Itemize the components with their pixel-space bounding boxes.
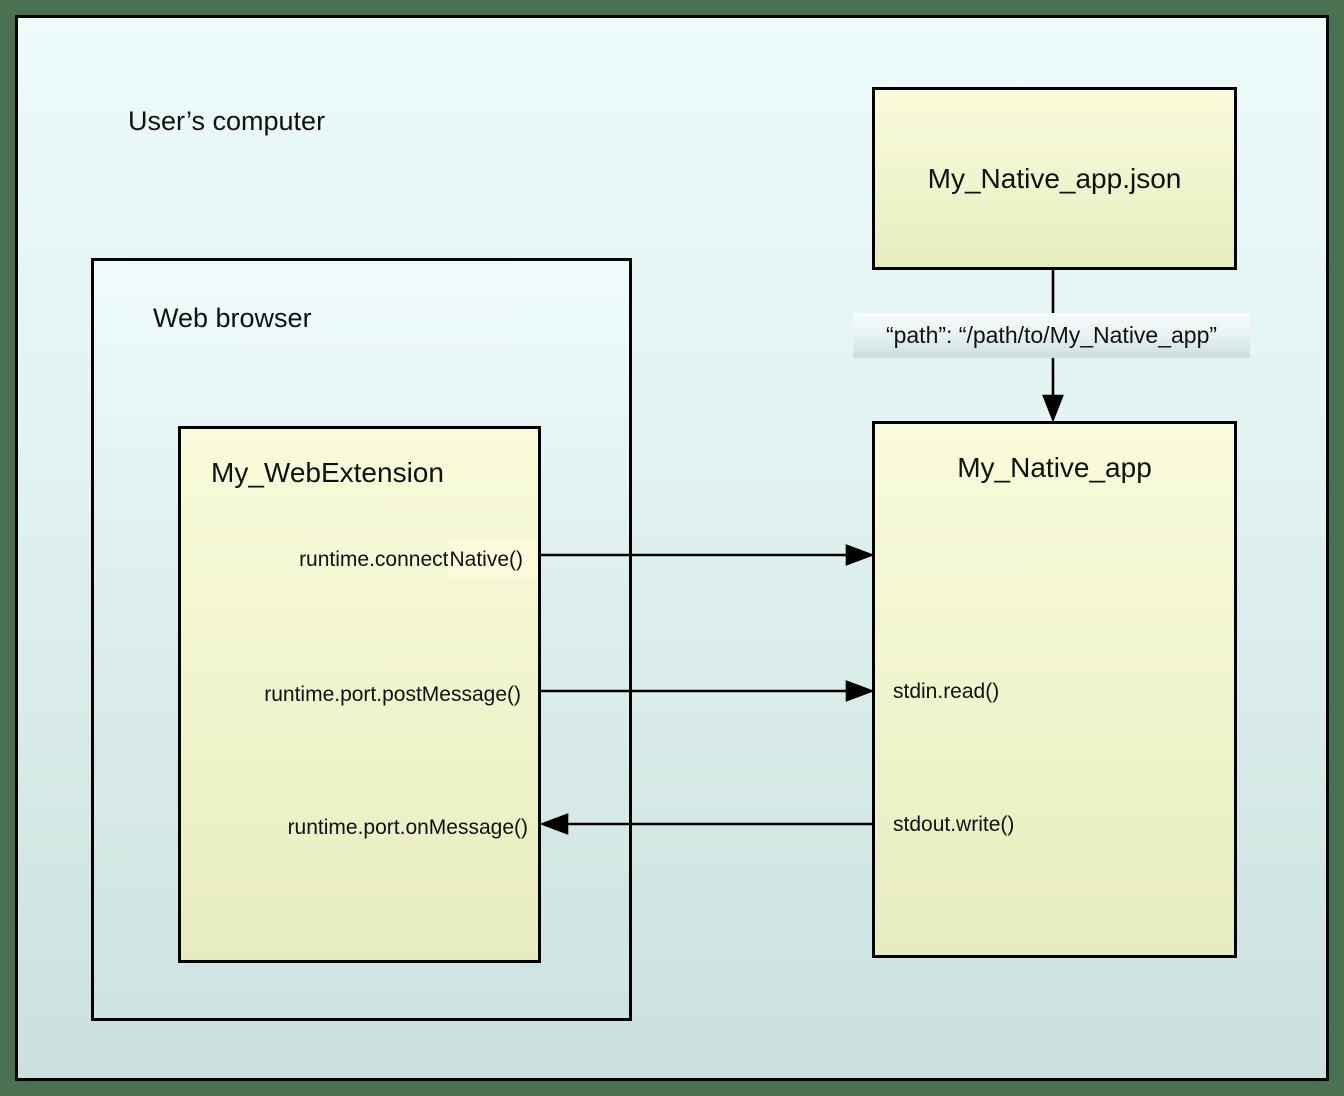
native-app-title: My_Native_app xyxy=(957,452,1152,483)
web-browser-box: Web browser My_WebExtension runtime.conn… xyxy=(91,258,632,1021)
manifest-arrowhead-icon xyxy=(1042,394,1064,423)
path-annotation: “path”: “/path/to/My_Native_app” xyxy=(853,313,1250,358)
web-browser-label: Web browser xyxy=(153,303,312,333)
native-app-box: My_Native_app stdin.read() stdout.write(… xyxy=(872,421,1237,958)
connect-native-label: runtime.connectNative() xyxy=(299,541,538,578)
post-message-label: runtime.port.postMessage() xyxy=(264,683,521,706)
post-message-arrowhead-icon xyxy=(845,680,875,702)
stdin-read-label: stdin.read() xyxy=(893,680,1000,703)
connect-native-prefix: runtime.connect xyxy=(299,548,449,571)
manifest-box: My_Native_app.json xyxy=(872,87,1237,270)
connect-native-highlight: Native() xyxy=(448,541,538,578)
users-computer-label: User’s computer xyxy=(128,106,326,136)
manifest-title: My_Native_app.json xyxy=(927,162,1182,194)
users-computer-boundary: User’s computer Web browser My_WebExtens… xyxy=(15,15,1329,1081)
webextension-title: My_WebExtension xyxy=(211,457,444,488)
on-message-label: runtime.port.onMessage() xyxy=(287,816,528,839)
webextension-box: My_WebExtension runtime.connectNative() … xyxy=(178,426,541,963)
stdout-write-label: stdout.write() xyxy=(893,813,1015,836)
connect-arrowhead-icon xyxy=(845,544,875,566)
